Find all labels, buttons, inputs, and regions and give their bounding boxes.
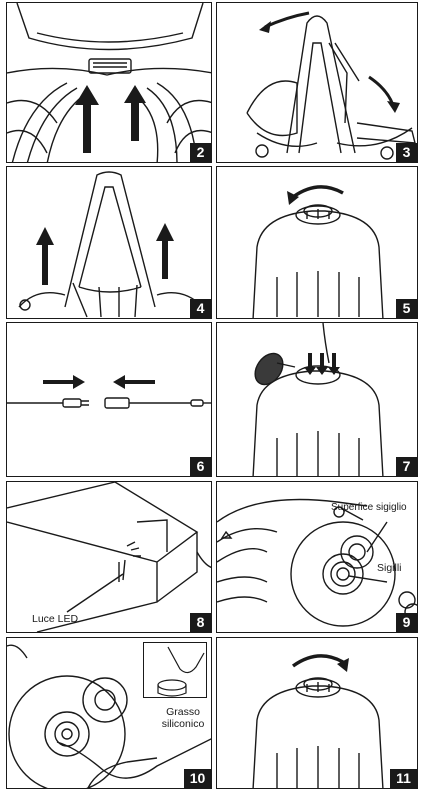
step-6-panel: 6: [6, 322, 212, 477]
power-supply-illustration: [7, 482, 211, 632]
step-2-panel: 2: [6, 2, 212, 163]
grease-application-illustration: [7, 644, 211, 788]
callout-line: Grasso: [166, 706, 200, 718]
callout-line: siliconico: [161, 718, 205, 730]
step-number-badge: 3: [396, 143, 417, 162]
step-number-badge: 4: [190, 299, 211, 318]
canister-cable-illustration: [252, 323, 384, 476]
step-number-badge: 7: [396, 457, 417, 476]
step-10-panel: Grasso siliconico 10: [6, 637, 212, 789]
grease-inset: [143, 642, 207, 698]
cable-connector-illustration: [7, 397, 211, 409]
step-number-badge: 9: [396, 613, 417, 632]
arrow-up-icon: [75, 85, 146, 153]
step-number-badge: 6: [190, 457, 211, 476]
step-number-badge: 11: [390, 769, 417, 788]
canister-cap-illustration: [252, 204, 384, 318]
grease-jar-icon: [157, 646, 205, 697]
led-light-callout: Luce LED: [32, 613, 79, 625]
step-7-panel: 7: [216, 322, 418, 477]
seal-surface-callout: Superfice sigiglio: [331, 502, 407, 513]
step-9-panel: Superfice sigiglio Sigilli 9: [216, 481, 418, 633]
rotate-arrow-icon: [291, 654, 349, 672]
step-number-badge: 10: [184, 769, 211, 788]
arrow-right-icon: [43, 375, 85, 389]
step-11-panel: 11: [216, 637, 418, 789]
step-4-panel: 4: [6, 166, 212, 319]
robot-lid-open-illustration: [246, 15, 416, 160]
arrow-down-icon: [304, 353, 340, 375]
step-8-panel: Luce LED 8: [6, 481, 212, 633]
step-5-panel: 5: [216, 166, 418, 319]
canister-cap-close-illustration: [252, 677, 384, 788]
arrow-left-icon: [113, 375, 155, 389]
step-number-badge: 5: [396, 299, 417, 318]
arrow-up-icon: [36, 223, 174, 285]
silicone-grease-callout: Grasso siliconico: [155, 706, 211, 730]
step-3-panel: 3: [216, 2, 418, 163]
rotate-arrow-icon: [287, 185, 344, 205]
step-number-badge: 8: [190, 613, 211, 632]
seals-callout: Sigilli: [377, 562, 402, 574]
robot-underside-illustration: [7, 3, 211, 162]
step-number-badge: 2: [190, 143, 211, 162]
rotate-arrow-icon: [259, 11, 400, 113]
